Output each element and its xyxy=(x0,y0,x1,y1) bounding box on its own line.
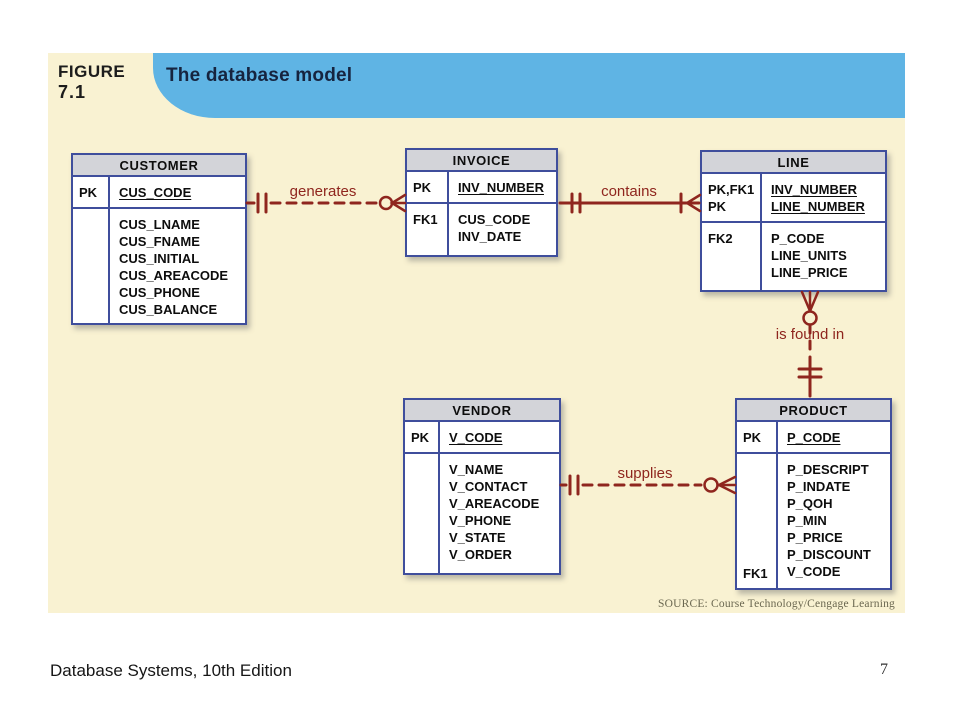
relationship-label-is-found-in: is found in xyxy=(775,326,845,343)
figure-label: FIGURE 7.1 xyxy=(58,61,125,103)
invoice-attr: INV_DATE xyxy=(458,229,522,244)
footer-title: Database Systems, 10th Edition xyxy=(50,661,292,680)
figure-title: The database model xyxy=(166,65,353,86)
product-attr-key: FK1 xyxy=(737,454,778,588)
entity-customer-title: CUSTOMER xyxy=(73,155,245,177)
product-attr: P_DESCRIPT xyxy=(787,462,869,477)
figure-title-bar xyxy=(153,53,905,118)
figure-label-word: FIGURE xyxy=(58,62,126,81)
vendor-pk-attr: V_CODE xyxy=(449,430,503,445)
entity-invoice: INVOICE PK INV_NUMBER FK1 CUS_CODE INV_D… xyxy=(405,148,558,257)
product-pk-key: PK xyxy=(737,422,778,452)
line-pk-key: PK xyxy=(708,199,727,214)
vendor-attr: V_NAME xyxy=(449,462,504,477)
line-attr: P_CODE xyxy=(771,231,825,246)
customer-attr: CUS_PHONE xyxy=(119,285,200,300)
customer-attr: CUS_INITIAL xyxy=(119,251,200,266)
line-pk-attr: LINE_NUMBER xyxy=(771,199,865,214)
customer-attr: CUS_LNAME xyxy=(119,217,200,232)
customer-pk-attr: CUS_CODE xyxy=(119,185,192,200)
entity-vendor: VENDOR PK V_CODE V_NAME V_CONTACT V_AREA… xyxy=(403,398,561,575)
page-number: 7 xyxy=(880,661,888,678)
vendor-attr: V_AREACODE xyxy=(449,496,540,511)
line-pk-key: PK,FK1 xyxy=(708,182,755,197)
customer-attr: CUS_FNAME xyxy=(119,234,200,249)
vendor-attr: V_ORDER xyxy=(449,547,512,562)
product-attr: P_DISCOUNT xyxy=(787,547,871,562)
relationship-label-contains: contains xyxy=(601,183,657,200)
product-attr: P_PRICE xyxy=(787,530,843,545)
line-pk-attr: INV_NUMBER xyxy=(771,182,857,197)
customer-attr: CUS_AREACODE xyxy=(119,268,229,283)
entity-line-title: LINE xyxy=(702,152,885,174)
entity-product-title: PRODUCT xyxy=(737,400,890,422)
customer-pk-key: PK xyxy=(73,177,110,207)
product-attr: P_MIN xyxy=(787,513,827,528)
vendor-attr: V_PHONE xyxy=(449,513,512,528)
entity-customer: CUSTOMER PK CUS_CODE CUS_LNAME CUS_FNAME… xyxy=(71,153,247,325)
customer-attr: CUS_BALANCE xyxy=(119,302,218,317)
vendor-attr-key xyxy=(405,454,440,573)
line-attr-key: FK2 xyxy=(702,223,762,290)
customer-attr-key xyxy=(73,209,110,324)
invoice-pk-attr: INV_NUMBER xyxy=(458,180,544,195)
relationship-label-generates: generates xyxy=(289,183,357,200)
product-attr: V_CODE xyxy=(787,564,841,579)
line-attr: LINE_PRICE xyxy=(771,265,848,280)
entity-vendor-title: VENDOR xyxy=(405,400,559,422)
line-attr: LINE_UNITS xyxy=(771,248,847,263)
entity-line: LINE PK,FK1 PK INV_NUMBER LINE_NUMBER FK… xyxy=(700,150,887,292)
invoice-attr: CUS_CODE xyxy=(458,212,531,227)
invoice-attr-key: FK1 xyxy=(407,204,449,255)
invoice-pk-key: PK xyxy=(407,172,449,202)
source-credit: SOURCE: Course Technology/Cengage Learni… xyxy=(657,598,895,610)
figure-number: 7.1 xyxy=(58,82,87,102)
product-pk-attr: P_CODE xyxy=(787,430,841,445)
entity-product: PRODUCT PK P_CODE FK1 P_DESCRIPT P_INDAT… xyxy=(735,398,892,590)
vendor-attr: V_CONTACT xyxy=(449,479,528,494)
figure-panel: FIGURE 7.1 The database model CUSTOMER P… xyxy=(48,53,905,613)
product-attr: P_INDATE xyxy=(787,479,851,494)
product-attr: P_QOH xyxy=(787,496,833,511)
vendor-pk-key: PK xyxy=(405,422,440,452)
entity-invoice-title: INVOICE xyxy=(407,150,556,172)
relationship-label-supplies: supplies xyxy=(617,465,673,482)
vendor-attr: V_STATE xyxy=(449,530,506,545)
